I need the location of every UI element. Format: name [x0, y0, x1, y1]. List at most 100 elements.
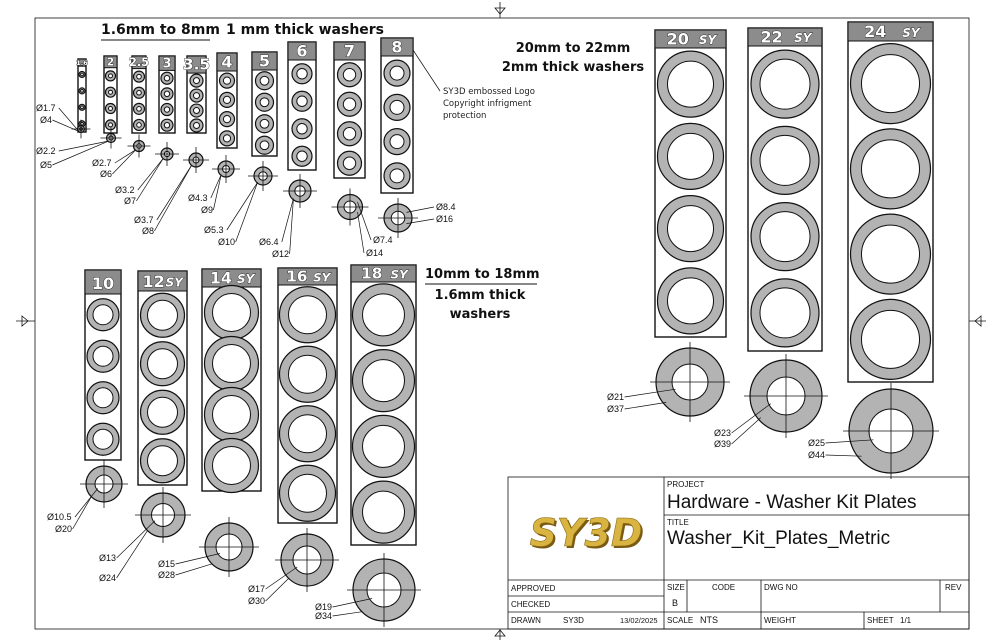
- project-label: PROJECT: [667, 480, 704, 489]
- title-block-logo: SY3D SY3D: [529, 511, 644, 557]
- sheet-value: 1/1: [900, 616, 912, 625]
- medium-dim-inner-10: Ø10.5: [47, 512, 72, 522]
- large-dim-inner-22-leader: [731, 403, 772, 434]
- small-plate-5-header: [251, 51, 278, 71]
- small-dim-inner-2.5-leader: [114, 149, 136, 164]
- approved-label: APPROVED: [511, 584, 556, 593]
- medium-plate-16-washer-2-hole: [288, 354, 327, 394]
- large-plate-24-washer-2-hole: [861, 139, 920, 199]
- small-plate-2.5-washer-1-hole: [136, 73, 142, 80]
- medium-plate-16-washer-1-hole: [288, 295, 327, 335]
- medium-dim-outer-14-leader: [175, 563, 213, 576]
- small-plate-2-washer-3-hole: [108, 106, 113, 112]
- small-dim-outer-3: Ø7: [124, 196, 136, 206]
- large-dim-inner-24: Ø25: [808, 438, 825, 448]
- medium-plate-16-logo: SY: [313, 270, 332, 284]
- rev-label: REV: [945, 583, 962, 592]
- title-value: Washer_Kit_Plates_Metric: [667, 528, 890, 549]
- logo-note: SY3D embossed Logo Copyright infrigment …: [412, 49, 535, 121]
- medium-plate-10-size-label: 10: [92, 274, 114, 293]
- small-plate-6-washer-1-hole: [296, 68, 308, 80]
- medium-plate-10: 10: [80, 269, 128, 508]
- medium-dim-outer-14: Ø28: [158, 570, 175, 580]
- small-plate-2-washer-1-hole: [108, 73, 113, 79]
- medium-plate-18-washer-3-hole: [362, 424, 405, 468]
- small-dim-outer-2-leader: [52, 140, 109, 166]
- small-plate-4-size-label: 4: [221, 52, 232, 71]
- small-dim-inner-3.5-leader: [156, 164, 193, 221]
- small-plate-2-washer-2-hole: [108, 89, 113, 95]
- large-dim-outer-24: Ø44: [808, 450, 825, 460]
- medium-dim-inner-12-leader: [116, 520, 156, 559]
- small-plate-1.6-washer-3-hole: [80, 105, 84, 110]
- small-plate-8: 8: [378, 37, 418, 238]
- medium-plate-16-size-label: 16: [286, 268, 307, 286]
- small-plate-2.5-washer-2-hole: [136, 89, 142, 96]
- medium-plate-14-washer-2-hole: [212, 344, 251, 383]
- small-plate-6: 6: [283, 41, 317, 208]
- small-plate-2.5-header: [131, 55, 147, 70]
- heading-medium-range: 10mm to 18mm: [425, 267, 540, 282]
- small-dim-inner-7-leader: [357, 201, 372, 241]
- small-plate-2.5-size-label: 2.5: [129, 55, 149, 69]
- project-value: Hardware - Washer Kit Plates: [667, 492, 917, 513]
- small-dim-outer-2: Ø5: [40, 160, 52, 170]
- medium-plate-12-washer-2-hole: [147, 348, 178, 380]
- large-plate-24-header: [847, 21, 934, 42]
- medium-plate-10-header: [84, 269, 122, 295]
- small-plate-3.5-size-label: 3.5: [183, 56, 210, 74]
- small-dim-outer-3.5: Ø8: [142, 226, 154, 236]
- large-dim-outer-24-leader: [825, 454, 862, 457]
- small-plate-4: 4: [212, 52, 240, 183]
- large-plate-20-size-label: 20: [667, 29, 689, 48]
- small-plate-3-washer-4-hole: [163, 121, 171, 129]
- large-dim-outer-20: Ø37: [607, 404, 624, 414]
- small-dim-outer-7: Ø14: [366, 248, 383, 258]
- small-dim-inner-4-leader: [210, 174, 222, 199]
- small-dim-inner-1.6: Ø1.7: [36, 103, 56, 113]
- size-value: B: [672, 598, 678, 608]
- medium-plate-18-size-label: 18: [361, 265, 382, 283]
- svg-text:protection: protection: [443, 111, 486, 121]
- small-plate-4-washer-4-hole: [222, 134, 232, 143]
- heading-medium-thickness-2: washers: [450, 307, 511, 322]
- medium-plate-12-logo: SY: [166, 276, 185, 290]
- small-dim-outer-3.5-leader: [154, 164, 193, 232]
- small-plate-4-washer-1-hole: [222, 76, 232, 85]
- small-dim-outer-8: Ø16: [436, 214, 453, 224]
- svg-text:Copyright infrigment: Copyright infrigment: [443, 99, 532, 109]
- heading-small-range: 1.6mm to 8mm: [101, 22, 220, 38]
- medium-plate-14-washer-1-hole: [212, 293, 251, 332]
- large-plate-24-washer-3-hole: [861, 224, 920, 284]
- small-plate-8-header: [380, 37, 414, 57]
- drawn-date: 13/02/2025: [620, 616, 658, 625]
- scale-value: NTS: [700, 615, 718, 625]
- large-plate-20-washer-3-hole: [667, 205, 714, 253]
- small-plate-6-washer-4-hole: [296, 150, 308, 162]
- small-plate-7: 7: [331, 41, 369, 226]
- small-plate-2.5: 2.5: [127, 55, 151, 158]
- small-plate-6-washer-2-hole: [296, 95, 308, 107]
- large-plate-22-size-label: 22: [761, 27, 783, 46]
- small-dim-outer-2.5: Ø6: [100, 169, 112, 179]
- small-dim-inner-5-leader: [226, 182, 258, 231]
- small-dim-inner-8: Ø8.4: [436, 202, 456, 212]
- medium-plate-12-washer-3-hole: [147, 396, 178, 428]
- medium-dim-outer-12-leader: [116, 530, 148, 579]
- medium-plate-16-washer-4-hole: [288, 473, 327, 513]
- medium-plate-10-washer-3-hole: [92, 387, 114, 409]
- small-dim-outer-4-leader: [213, 174, 222, 211]
- small-dim-inner-2.5: Ø2.7: [92, 158, 112, 168]
- medium-dim-inner-16: Ø17: [248, 584, 265, 594]
- large-dim-inner-22: Ø23: [714, 428, 731, 438]
- small-dim-inner-3: Ø3.2: [115, 185, 135, 195]
- medium-plate-18-washer-2-hole: [362, 359, 405, 403]
- large-plate-24-washer-1-hole: [861, 54, 920, 114]
- small-plate-3-washer-3-hole: [163, 106, 171, 113]
- large-plate-22-logo: SY: [794, 31, 813, 45]
- small-dim-outer-3-leader: [136, 158, 164, 202]
